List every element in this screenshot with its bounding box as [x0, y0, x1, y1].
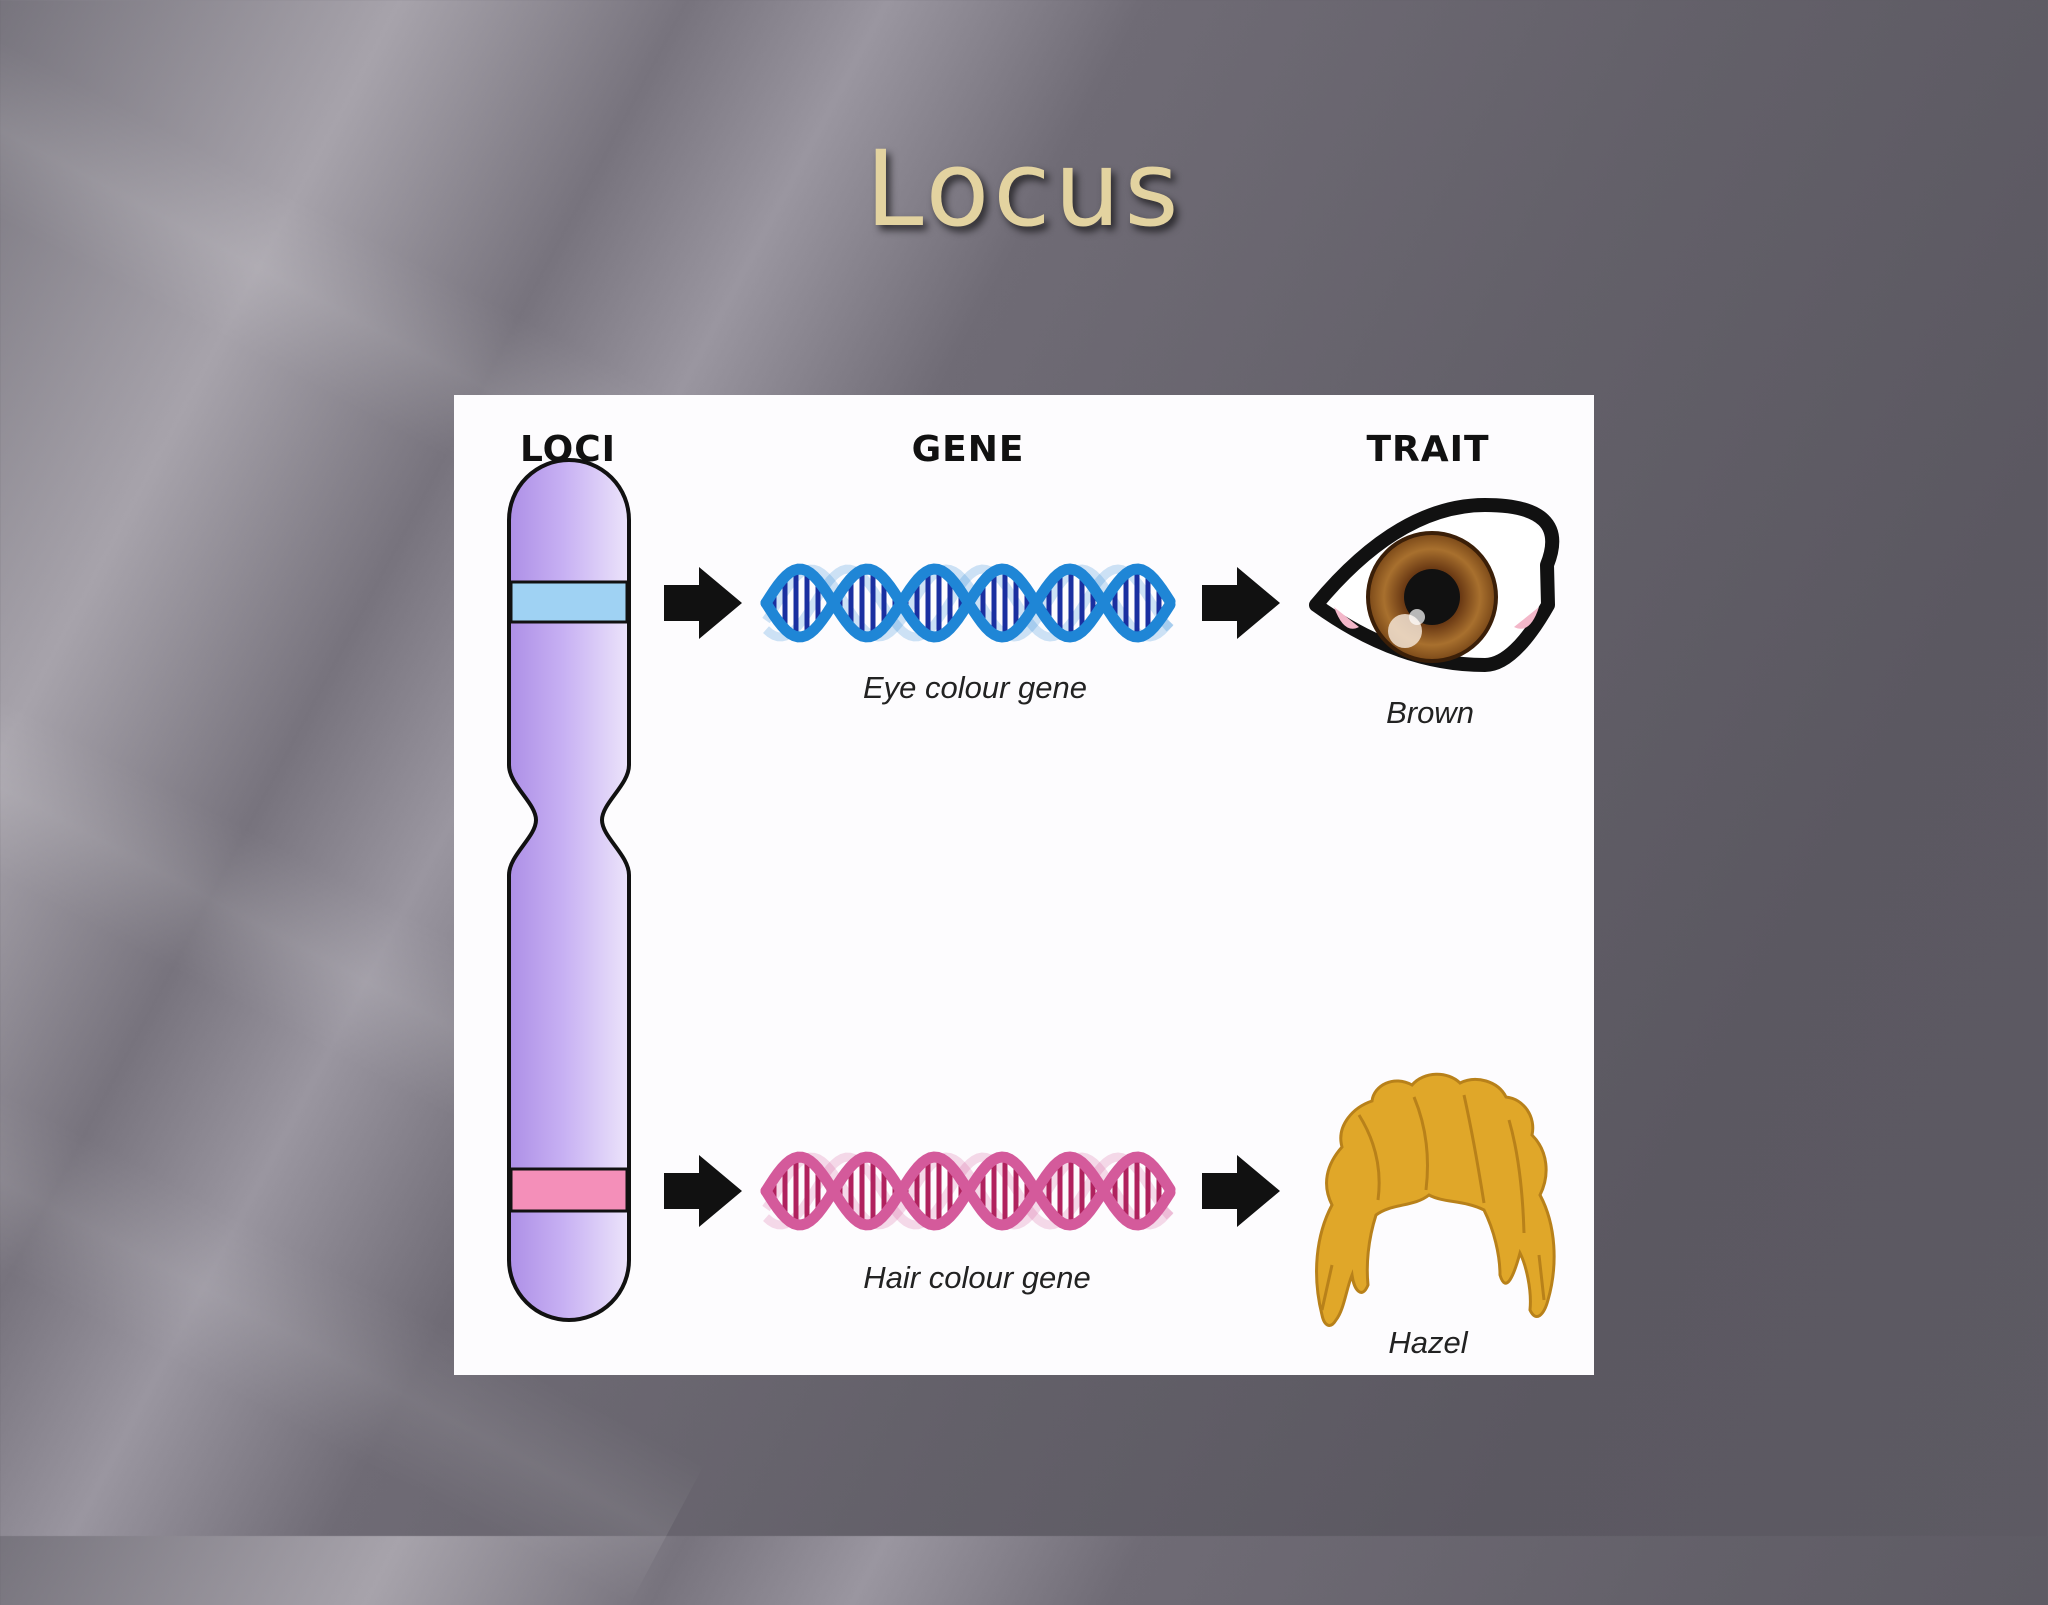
dna-strand-faint [762, 1152, 1174, 1230]
slide-title: Locus [865, 128, 1183, 250]
header-loci: LOCI [519, 429, 617, 470]
diagram-graphics [507, 458, 1560, 1327]
locus-band-hair [509, 1167, 629, 1213]
chromosome [507, 458, 631, 1322]
eye-icon [1309, 498, 1560, 672]
right-arrow-icon [664, 567, 742, 639]
dna-strand-faint [763, 564, 1174, 642]
trait-label-hair: Hazel [1388, 1325, 1468, 1360]
header-trait: TRAIT [1366, 429, 1490, 470]
trait-label-eye: Brown [1386, 695, 1474, 730]
right-arrow-icon [664, 1155, 742, 1227]
gene-label-hair: Hair colour gene [863, 1260, 1091, 1295]
chromosome-body [507, 458, 631, 1322]
right-arrow-icon [1202, 567, 1280, 639]
header-gene: GENE [911, 429, 1025, 470]
dna-helix-hair [760, 1151, 1176, 1231]
hair-icon [1315, 1072, 1556, 1327]
dna-strand [760, 1151, 1176, 1231]
gene-label-eye: Eye colour gene [862, 670, 1088, 705]
dna-helix-eye [760, 563, 1176, 643]
right-arrow-icon [1202, 1155, 1280, 1227]
dna-strand [760, 563, 1176, 643]
locus-diagram: LOCI GENE TRAIT Eye colour gene Brown Ha… [454, 395, 1594, 1375]
dna-strand-faint [762, 564, 1174, 642]
locus-band-eye [509, 580, 629, 624]
dna-strand-faint [763, 1152, 1174, 1230]
